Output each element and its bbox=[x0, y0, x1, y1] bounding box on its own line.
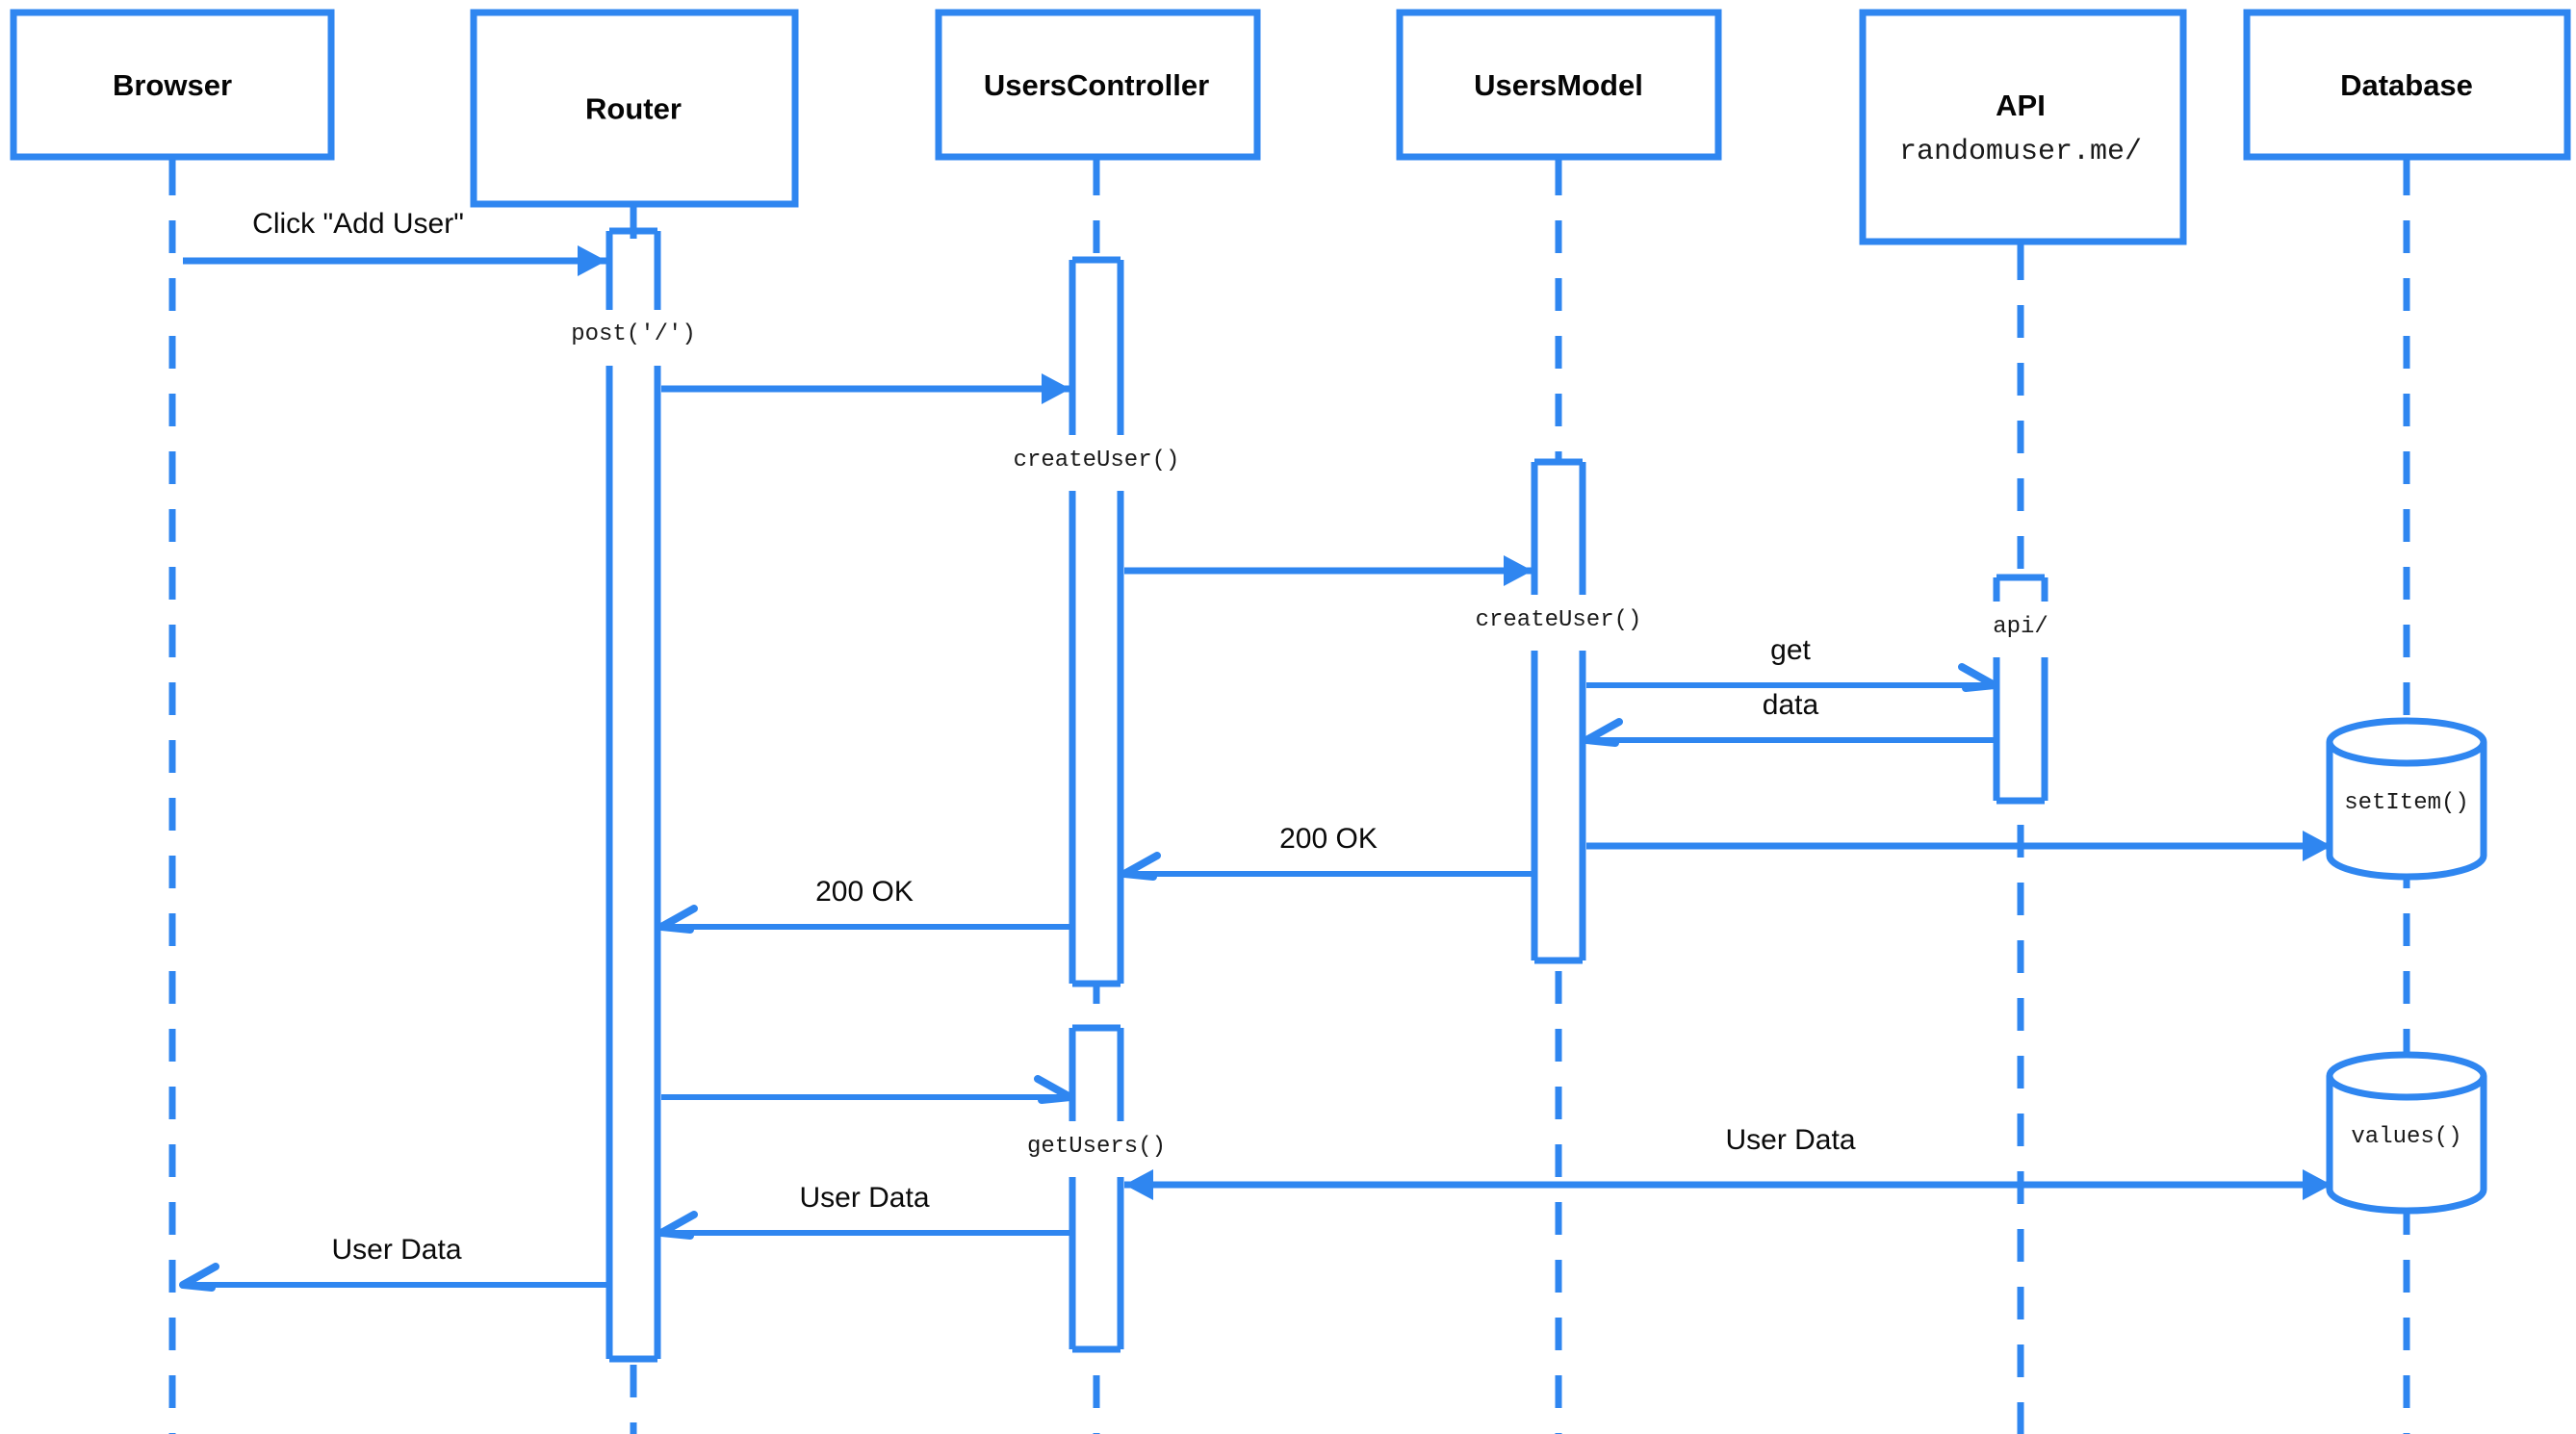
participant-title-userscontroller: UsersController bbox=[984, 68, 1209, 102]
activation-label-label-post: post('/') bbox=[571, 321, 696, 347]
message-label-msg-data: data bbox=[1763, 689, 1819, 721]
participant-userscontroller: UsersController bbox=[935, 9, 1261, 192]
activation-label-label-createuser-2: createUser() bbox=[1476, 607, 1642, 633]
message-msg-data bbox=[1583, 718, 1995, 747]
activations-layer bbox=[605, 227, 2048, 1363]
arrowhead-msg-200-ok-ctrl bbox=[657, 905, 698, 934]
message-msg-get-users bbox=[661, 1075, 1074, 1104]
activation-fill-act-router bbox=[609, 231, 657, 1359]
message-msg-get bbox=[1586, 663, 1998, 692]
arrowhead-msg-create-user-2 bbox=[1504, 555, 1533, 586]
participant-title-router: Router bbox=[585, 92, 682, 126]
message-label-msg-user-data-db: User Data bbox=[1725, 1124, 1855, 1156]
message-msg-setitem bbox=[1586, 831, 2331, 861]
arrowhead-msg-data bbox=[1583, 718, 1623, 747]
arrowhead-msg-200-ok-model bbox=[1121, 852, 1161, 881]
activation-label-label-getusers: getUsers() bbox=[1027, 1134, 1166, 1160]
message-msg-create-user-1 bbox=[661, 373, 1070, 404]
datastore-db-values: values() bbox=[2326, 1051, 2487, 1215]
participant-api: API randomuser.me/ bbox=[1859, 9, 2187, 276]
datastore-db-setitem: setItem() bbox=[2326, 717, 2487, 881]
message-msg-user-data-db bbox=[1124, 1169, 2331, 1200]
message-label-msg-get: get bbox=[1770, 634, 1811, 666]
activation-act-ctrl-1 bbox=[1069, 256, 1124, 987]
activation-act-router bbox=[605, 227, 661, 1363]
message-msg-click-add-user bbox=[183, 245, 606, 276]
activation-fill-act-api bbox=[1996, 577, 2045, 801]
participant-subtitle-api: randomuser.me/ bbox=[1899, 136, 2142, 168]
message-label-msg-user-data-ctrl: User Data bbox=[799, 1182, 929, 1214]
participant-box-database bbox=[2243, 9, 2571, 161]
lifelines-layer bbox=[168, 163, 2410, 1434]
participant-title-usersmodel: UsersModel bbox=[1474, 68, 1643, 102]
message-msg-user-data-brw bbox=[179, 1263, 606, 1292]
activation-act-model bbox=[1531, 458, 1586, 964]
datastore-top-ellipse-db-setitem bbox=[2326, 741, 2487, 767]
datastore-top-ellipse-db-values bbox=[2326, 1075, 2487, 1101]
participant-browser: Browser bbox=[10, 9, 335, 192]
activation-label-label-api: api/ bbox=[1993, 614, 2048, 640]
participant-title-database: Database bbox=[2340, 68, 2473, 102]
messages-layer bbox=[179, 245, 2331, 1292]
participant-router: Router bbox=[470, 9, 799, 239]
arrowhead-msg-create-user-1 bbox=[1042, 373, 1070, 404]
participant-usersmodel: UsersModel bbox=[1396, 9, 1722, 192]
message-msg-create-user-2 bbox=[1124, 555, 1533, 586]
activation-act-ctrl-2 bbox=[1069, 1024, 1124, 1353]
arrowhead-msg-click-add-user bbox=[578, 245, 606, 276]
arrowhead-msg-get bbox=[1958, 663, 1998, 692]
message-label-msg-click-add-user: Click "Add User" bbox=[252, 208, 464, 240]
datastores-layer: setItem() values() bbox=[2326, 717, 2487, 1215]
labels-layer: Click "Add User" get data 200 OK 200 OK User … bbox=[252, 208, 2048, 1266]
message-label-msg-200-ok-model: 200 OK bbox=[1279, 823, 1378, 855]
message-label-msg-200-ok-ctrl: 200 OK bbox=[815, 876, 914, 908]
arrowhead-msg-setitem bbox=[2303, 831, 2331, 861]
datastore-label-db-values: values() bbox=[2351, 1124, 2461, 1150]
activation-fill-act-ctrl-2 bbox=[1072, 1028, 1121, 1349]
participant-box-api bbox=[1859, 9, 2187, 245]
participant-database: Database bbox=[2243, 9, 2571, 192]
activation-act-api bbox=[1993, 574, 2048, 805]
datastore-label-db-setitem: setItem() bbox=[2344, 790, 2469, 816]
activation-fill-act-model bbox=[1534, 462, 1583, 960]
activation-fill-act-ctrl-1 bbox=[1072, 260, 1121, 984]
participant-title-browser: Browser bbox=[113, 68, 232, 102]
arrowhead-msg-get-users bbox=[1034, 1075, 1074, 1104]
message-msg-user-data-ctrl bbox=[657, 1211, 1070, 1240]
message-label-msg-user-data-brw: User Data bbox=[331, 1234, 461, 1266]
message-msg-200-ok-ctrl bbox=[657, 905, 1070, 934]
arrowhead-msg-user-data-brw bbox=[179, 1263, 219, 1292]
arrowhead-right-msg-user-data-db bbox=[2303, 1169, 2331, 1200]
activation-label-label-createuser-1: createUser() bbox=[1014, 448, 1180, 474]
message-msg-200-ok-model bbox=[1121, 852, 1533, 881]
participant-box-userscontroller bbox=[935, 9, 1261, 161]
arrowhead-msg-user-data-ctrl bbox=[657, 1211, 698, 1240]
participant-title-api: API bbox=[1996, 89, 2046, 122]
arrowhead-left-msg-user-data-db bbox=[1124, 1169, 1153, 1200]
